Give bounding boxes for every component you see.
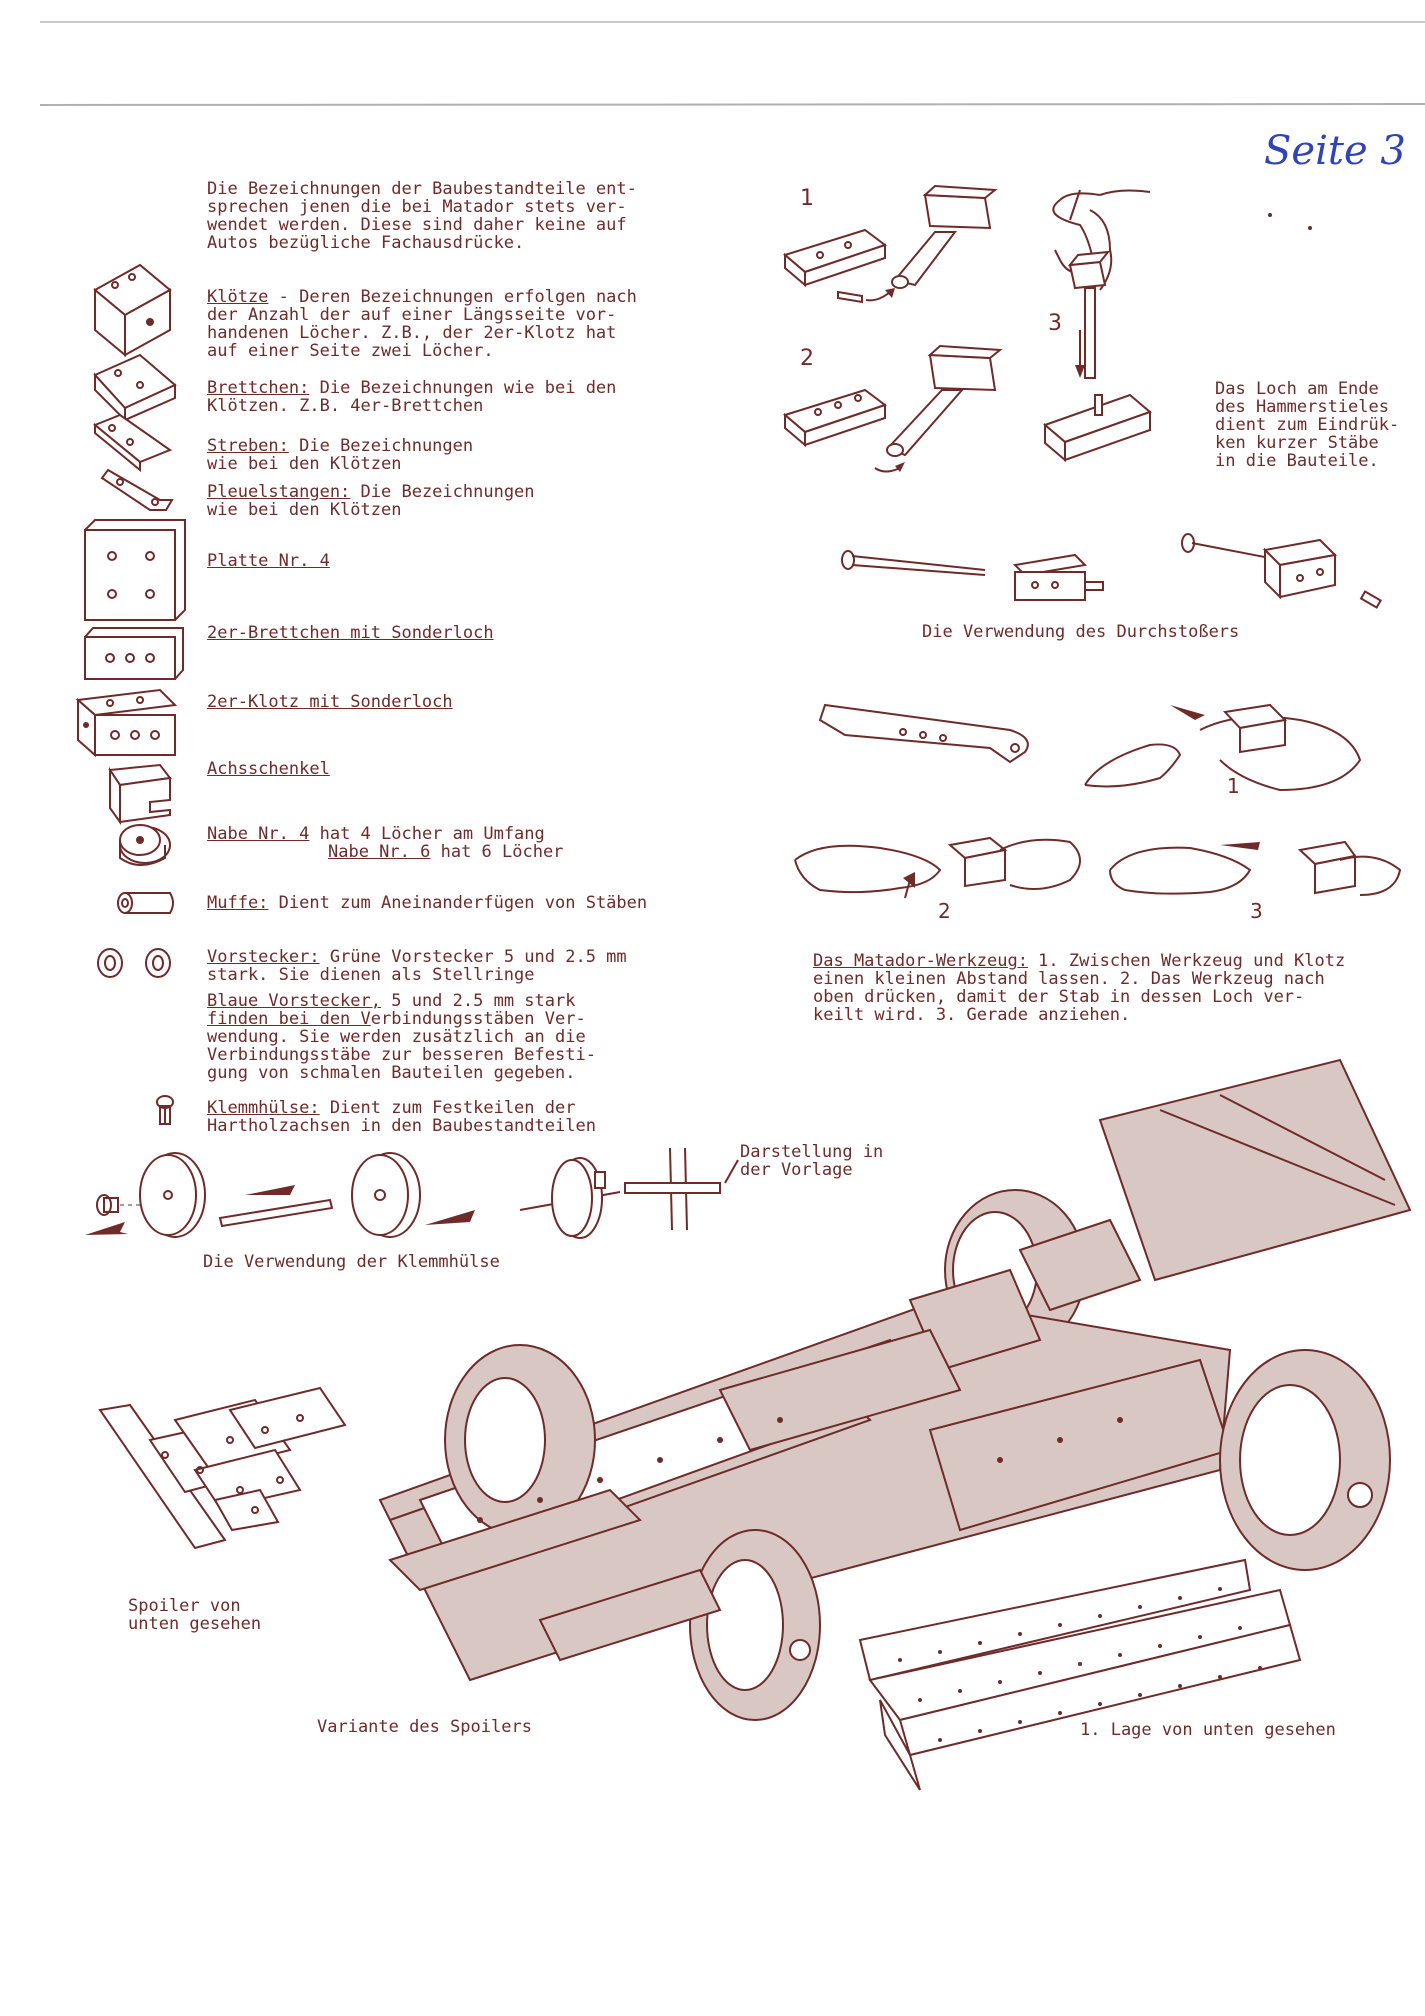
klotz-sonderloch-label: 2er-Klotz mit Sonderloch xyxy=(207,692,453,712)
werkzeug-step-1: 1 xyxy=(1227,774,1240,798)
spoiler-below-line-2: unten gesehen xyxy=(128,1614,262,1634)
race-car-illustration xyxy=(378,1058,1412,1721)
board-special-hole-icon xyxy=(84,627,184,680)
kloetze-line-3: handenen Löcher. Z.B., der 2er-Klotz hat xyxy=(207,323,617,343)
blaue-vorstecker-line-5: gung von schmalen Bauteilen gegeben. xyxy=(207,1063,576,1083)
bottom-layer-illustration xyxy=(858,1558,1302,1791)
spoiler-illustration xyxy=(98,1386,347,1550)
kloetze-line-2: der Anzahl der auf einer Längsseite vor- xyxy=(207,305,617,325)
brettchen-term: Brettchen: xyxy=(207,378,310,398)
vorstecker-term: Vorstecker: xyxy=(207,947,320,967)
pleuelstangen-entry: Pleuelstangen: Die Bezeichnungen xyxy=(207,483,535,501)
nabe-line-1: Nabe Nr. 4 hat 4 Löcher am Umfang xyxy=(207,825,545,843)
werkzeug-line-4: keilt wird. 3. Gerade anziehen. xyxy=(813,1005,1131,1025)
streben-line-2: wie bei den Klötzen xyxy=(207,454,402,474)
clamp-sleeve-icon xyxy=(156,1095,174,1125)
steering-knuckle-icon xyxy=(108,763,172,826)
hammer-note-line-2: des Hammerstieles xyxy=(1215,397,1389,417)
washer-icon xyxy=(97,948,171,978)
blaue-vorstecker-line-2-rest: erbindungsstäben Ver- xyxy=(370,1009,586,1029)
vorstecker-line-2: stark. Sie dienen als Stellringe xyxy=(207,965,535,985)
pleuelstangen-line-1: Die Bezeichnungen xyxy=(350,482,535,502)
achsschenkel-label: Achsschenkel xyxy=(207,759,330,779)
block-special-hole-icon xyxy=(75,688,178,758)
klemmhuelse-line-2: Hartholzachsen in den Baubestandteilen xyxy=(207,1116,596,1136)
blaue-vorstecker-line-1: 5 und 2.5 mm stark xyxy=(381,991,576,1011)
kloetze-entry: Klötze - Deren Bezeichnungen erfolgen na… xyxy=(207,288,637,306)
werkzeug-line-2: einen kleinen Abstand lassen. 2. Das Wer… xyxy=(813,969,1325,989)
klemmhuelse-entry: Klemmhülse: Dient zum Festkeilen der xyxy=(207,1099,575,1117)
darstellung-line-2: der Vorlage xyxy=(740,1160,853,1180)
matador-tool-illustration xyxy=(794,703,1402,899)
intro-line-4: Autos bezügliche Fachausdrücke. xyxy=(207,233,525,253)
muffe-text: Dient zum Aneinanderfügen von Stäben xyxy=(268,893,648,913)
blaue-vorstecker-line-3: wendung. Sie werden zusätzlich an die xyxy=(207,1027,586,1047)
klemmhuelse-usage-caption: Die Verwendung der Klemmhülse xyxy=(203,1252,500,1272)
block-icon xyxy=(93,263,172,358)
connecting-rod-icon xyxy=(100,468,174,511)
hammer-note-line-5: in die Bauteile. xyxy=(1215,451,1379,471)
werkzeug-step-3: 3 xyxy=(1250,899,1263,923)
spoiler-variant-caption: Variante des Spoilers xyxy=(317,1717,532,1737)
intro-line-2: sprechen jenen die bei Matador stets ver… xyxy=(207,197,627,217)
klemmhuelse-term: Klemmhülse: xyxy=(207,1098,320,1118)
hammer-step-2: 2 xyxy=(800,346,814,371)
kloetze-line-4: auf einer Seite zwei Löcher. xyxy=(207,341,494,361)
blaue-vorstecker-line-2-underlined: finden bei den V xyxy=(207,1009,371,1029)
plate-icon xyxy=(84,519,186,621)
brettchen-sonderloch-label: 2er-Brettchen mit Sonderloch xyxy=(207,623,494,643)
handwritten-page-note: Seite 3 xyxy=(1264,128,1406,174)
sleeve-icon xyxy=(117,892,174,914)
lage-below-caption: 1. Lage von unten gesehen xyxy=(1080,1720,1336,1740)
werkzeug-line-3: oben drücken, damit der Stab in dessen L… xyxy=(813,987,1305,1007)
werkzeug-text-1: 1. Zwischen Werkzeug und Klotz xyxy=(1027,951,1346,971)
hammer-step-3: 3 xyxy=(1048,311,1062,336)
muffe-term: Muffe: xyxy=(207,893,269,913)
hammer-note-line-1: Das Loch am Ende xyxy=(1215,379,1379,399)
strut-icon xyxy=(93,413,173,473)
spoiler-below-line-1: Spoiler von xyxy=(128,1596,241,1616)
blaue-vorstecker-term: Blaue Vorstecker, xyxy=(207,991,381,1011)
hammer-note-line-3: dient zum Eindrük- xyxy=(1215,415,1400,435)
nabe-4-text: hat 4 Löcher am Umfang xyxy=(309,824,545,844)
hammer-illustration xyxy=(782,184,1312,473)
nabe-6-text: hat 6 Löcher xyxy=(430,842,564,862)
blaue-vorstecker-line-2: finden bei den Verbindungsstäben Ver- xyxy=(207,1010,586,1028)
hammer-note-line-4: ken kurzer Stäbe xyxy=(1215,433,1379,453)
streben-term: Streben: xyxy=(207,436,289,456)
kloetze-term: Klötze xyxy=(207,287,269,307)
streben-entry: Streben: Die Bezeichnungen xyxy=(207,437,473,455)
intro-line-3: wendet werden. Diese sind daher keine au… xyxy=(207,215,627,235)
klemmhuelse-line-1: Dient zum Festkeilen der xyxy=(319,1098,576,1118)
streben-line-1: Die Bezeichnungen xyxy=(288,436,474,456)
nabe-4-term: Nabe Nr. 4 xyxy=(207,824,310,844)
muffe-entry: Muffe: Dient zum Aneinanderfügen von Stä… xyxy=(207,894,647,912)
intro-line-1: Die Bezeichnungen der Baubestandteile en… xyxy=(207,179,637,199)
nabe-6-term: Nabe Nr. 6 xyxy=(328,842,431,862)
clamp-sleeve-usage-illustration xyxy=(85,1147,739,1239)
platte-label: Platte Nr. 4 xyxy=(207,551,330,571)
brettchen-entry: Brettchen: Die Bezeichnungen wie bei den xyxy=(207,379,616,397)
nabe-line-2: Nabe Nr. 6 hat 6 Löcher xyxy=(328,843,563,861)
durchstosser-caption: Die Verwendung des Durchstoßers xyxy=(922,622,1240,642)
hub-icon xyxy=(119,824,171,866)
punch-illustration xyxy=(841,533,1383,609)
vorstecker-entry: Vorstecker: Grüne Vorstecker 5 und 2.5 m… xyxy=(207,948,627,966)
brettchen-line-1: Die Bezeichnungen wie bei den xyxy=(309,378,617,398)
werkzeug-line-1: Das Matador-Werkzeug: 1. Zwischen Werkze… xyxy=(813,952,1345,970)
blaue-vorstecker-entry: Blaue Vorstecker, 5 und 2.5 mm stark xyxy=(207,992,575,1010)
brettchen-line-2: Klötzen. Z.B. 4er-Brettchen xyxy=(207,396,484,416)
werkzeug-term: Das Matador-Werkzeug: xyxy=(813,951,1028,971)
kloetze-line-1: - Deren Bezeichnungen erfolgen nach xyxy=(268,287,637,307)
pleuelstangen-term: Pleuelstangen: xyxy=(207,482,351,502)
pleuelstangen-line-2: wie bei den Klötzen xyxy=(207,500,402,520)
blaue-vorstecker-line-4: Verbindungsstäbe zur besseren Befesti- xyxy=(207,1045,596,1065)
werkzeug-step-2: 2 xyxy=(938,899,951,923)
darstellung-line-1: Darstellung in xyxy=(740,1142,884,1162)
board-icon xyxy=(93,353,177,423)
hammer-step-1: 1 xyxy=(800,186,814,211)
vorstecker-line-1: Grüne Vorstecker 5 und 2.5 mm xyxy=(319,947,627,967)
